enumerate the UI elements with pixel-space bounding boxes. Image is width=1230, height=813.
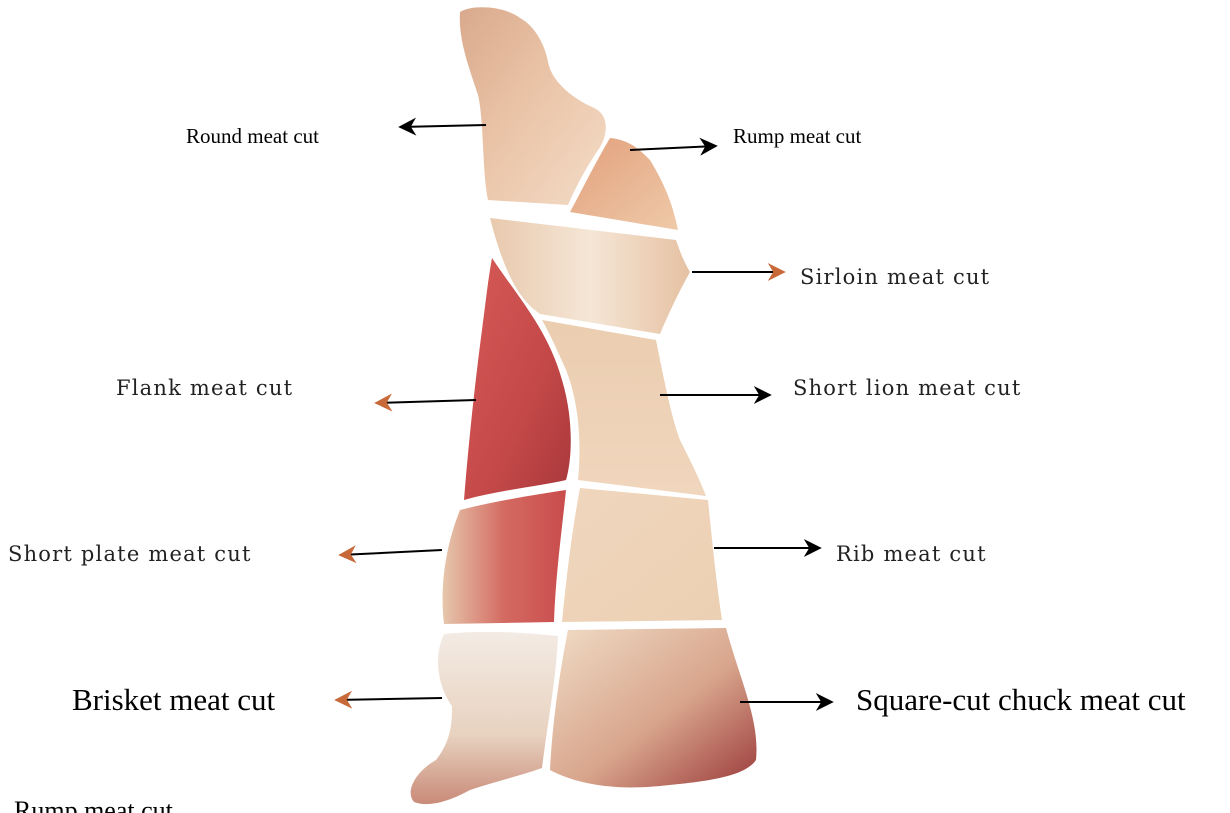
label-rump: Rump meat cut [733,124,861,149]
label-partial-bottom: Rump meat cut [14,798,173,813]
chuck-cut-piece [550,628,757,787]
round-arrow [400,125,486,127]
label-round: Round meat cut [186,124,319,149]
short-plate-arrow [340,550,442,555]
brisket-arrow [336,698,442,700]
flank-arrow [376,400,476,403]
label-sirloin: Sirloin meat cut [800,265,990,289]
round-cut-piece [460,7,606,205]
label-short-loin: Short lion meat cut [793,376,1021,400]
label-flank: Flank meat cut [116,376,293,400]
label-short-plate: Short plate meat cut [8,542,252,566]
brisket-cut-piece [411,632,558,804]
rump-arrow [630,146,716,150]
rib-cut-piece [562,488,722,622]
label-brisket: Brisket meat cut [72,682,275,718]
label-chuck: Square-cut chuck meat cut [856,682,1186,718]
label-rib: Rib meat cut [836,542,987,566]
short-plate-cut-piece [443,490,566,624]
